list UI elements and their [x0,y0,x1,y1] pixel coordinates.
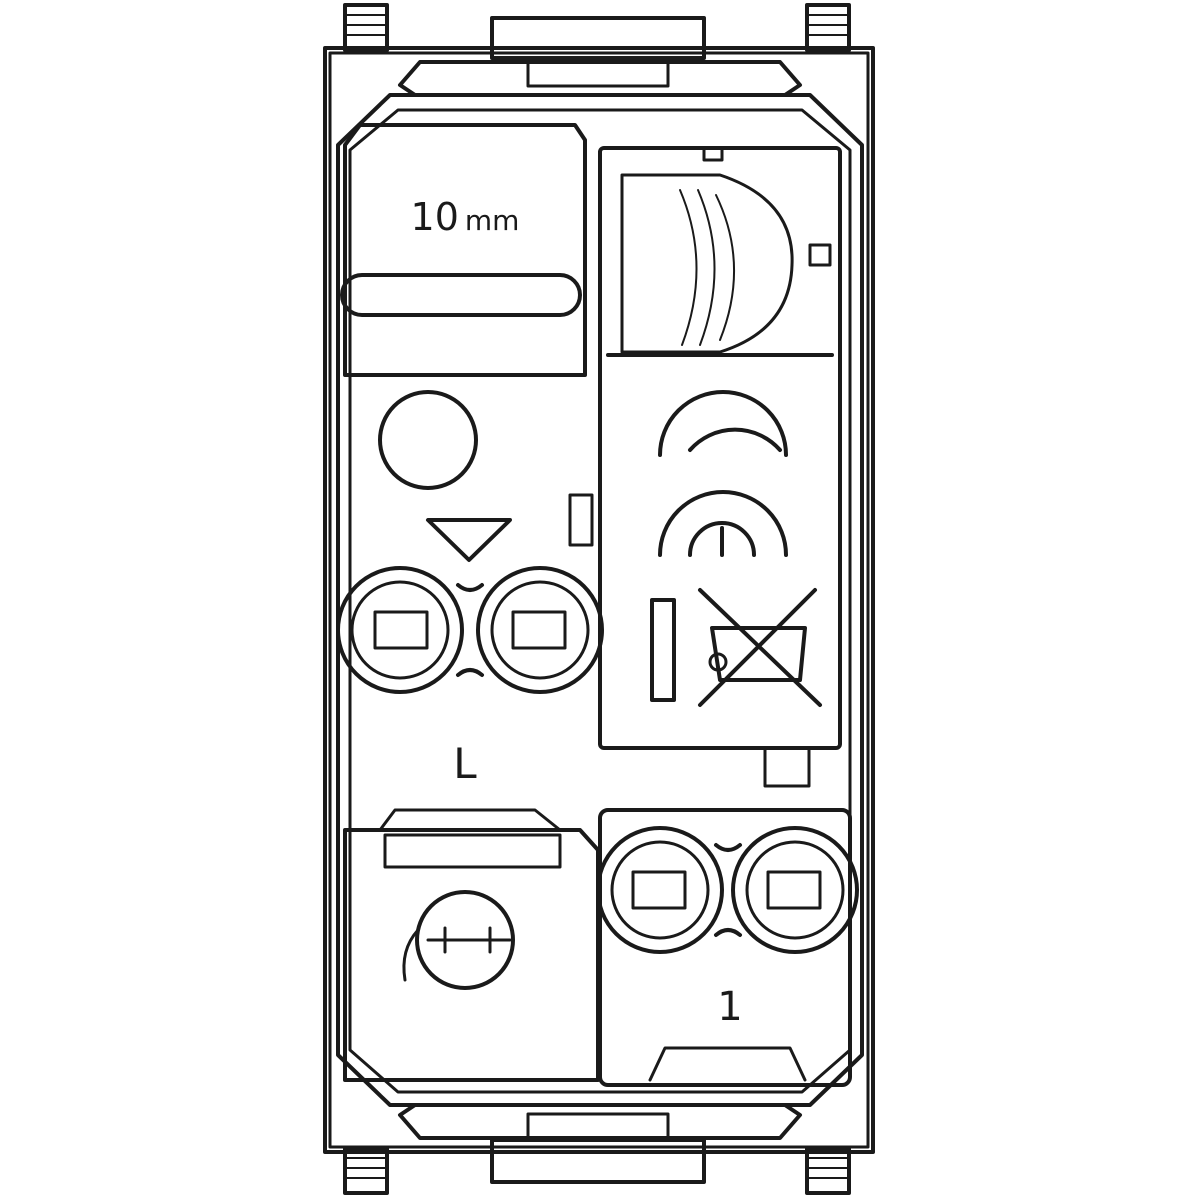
terminal-1-holes [596,808,859,1087]
indicator-lamp-icon [620,173,794,354]
terminal-1-label: 1 [717,984,742,1030]
strip-length-value: 10 [411,195,459,239]
weee-crossed-bin-icon [650,588,822,707]
lamp-compartment [598,146,842,788]
screw-block [343,808,600,1082]
outer-frame [323,46,875,1154]
strip-length-unit: mm [465,204,520,237]
terminal-l-holes [336,566,604,694]
insertion-arrow-icon [426,518,512,562]
ce-mark-icon [658,390,788,557]
release-circle-icon [378,390,478,490]
terminal-l-label: L [453,739,477,788]
inner-body [336,93,864,1107]
screw-symbol-icon [415,890,515,990]
bottom-clips [343,1103,851,1195]
